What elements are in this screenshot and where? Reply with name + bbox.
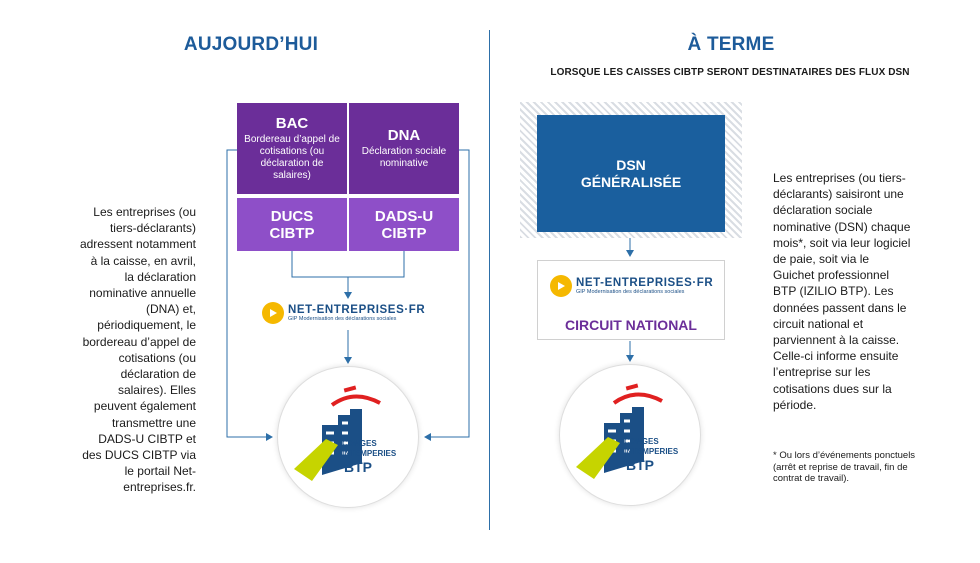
cibtp-line1: CONGES xyxy=(624,437,659,446)
bac-title: BAC xyxy=(275,115,309,132)
bac-box: BAC Bordereau d’appel de cotisations (ou… xyxy=(237,103,347,194)
title-aujourdhui: AUJOURD’HUI xyxy=(183,34,319,55)
dsn-line1: DSN xyxy=(616,156,646,173)
circuit-national-label: CIRCUIT NATIONAL xyxy=(565,317,697,333)
dadsu-line1: DADS-U xyxy=(374,207,434,225)
play-icon xyxy=(262,302,284,324)
dna-desc: Déclaration sociale nominative xyxy=(361,146,447,169)
dsn-box: DSN GÉNÉRALISÉE xyxy=(537,115,725,232)
subtitle-dsn: LORSQUE LES CAISSES CIBTP SERONT DESTINA… xyxy=(550,67,910,78)
dna-title: DNA xyxy=(387,127,421,144)
cibtp-logo-right: CONGES INTEMPERIES BTP xyxy=(559,364,701,506)
ducs-line2: CIBTP xyxy=(269,224,315,242)
net-entreprises-name: NET-ENTREPRISES·FR xyxy=(576,276,714,289)
dna-box: DNA Déclaration sociale nominative xyxy=(349,103,459,194)
right-description: Les entreprises (ou tiers-déclarants) sa… xyxy=(773,171,911,412)
circuit-national-box: NET-ENTREPRISES·FR GIP Modernisation des… xyxy=(537,260,725,340)
cibtp-emblem-icon xyxy=(294,385,381,481)
ducs-box: DUCS CIBTP xyxy=(237,198,347,251)
cibtp-logo-left: CONGES INTEMPERIES BTP xyxy=(277,366,419,508)
bac-desc: Bordereau d’appel de cotisations (ou déc… xyxy=(244,134,340,181)
right-footnote: * Ou lors d’événements ponctuels (arrêt … xyxy=(773,450,916,484)
dadsu-line2: CIBTP xyxy=(381,224,427,242)
play-icon xyxy=(550,275,572,297)
ducs-line1: DUCS xyxy=(270,207,314,225)
net-entreprises-tagline: GIP Modernisation des déclarations socia… xyxy=(288,315,397,322)
net-entreprises-name: NET-ENTREPRISES·FR xyxy=(288,303,426,316)
cibtp-line2: INTEMPERIES xyxy=(342,449,397,458)
left-description: Les entreprises (ou tiers-déclarants) ad… xyxy=(79,205,196,495)
cibtp-line1: CONGES xyxy=(342,439,377,448)
dsn-line2: GÉNÉRALISÉE xyxy=(580,173,682,190)
net-entreprises-logo-left: NET-ENTREPRISES·FR GIP Modernisation des… xyxy=(262,302,425,324)
net-entreprises-logo-right: NET-ENTREPRISES·FR GIP Modernisation des… xyxy=(550,275,713,297)
cibtp-line2: INTEMPERIES xyxy=(624,447,679,456)
cibtp-line3: BTP xyxy=(626,457,654,473)
center-divider xyxy=(489,30,490,530)
net-entreprises-tagline: GIP Modernisation des déclarations socia… xyxy=(576,288,685,295)
cibtp-emblem-icon xyxy=(576,383,663,479)
dadsu-box: DADS-U CIBTP xyxy=(349,198,459,251)
cibtp-line3: BTP xyxy=(344,459,372,475)
title-a-terme: À TERME xyxy=(687,34,775,55)
